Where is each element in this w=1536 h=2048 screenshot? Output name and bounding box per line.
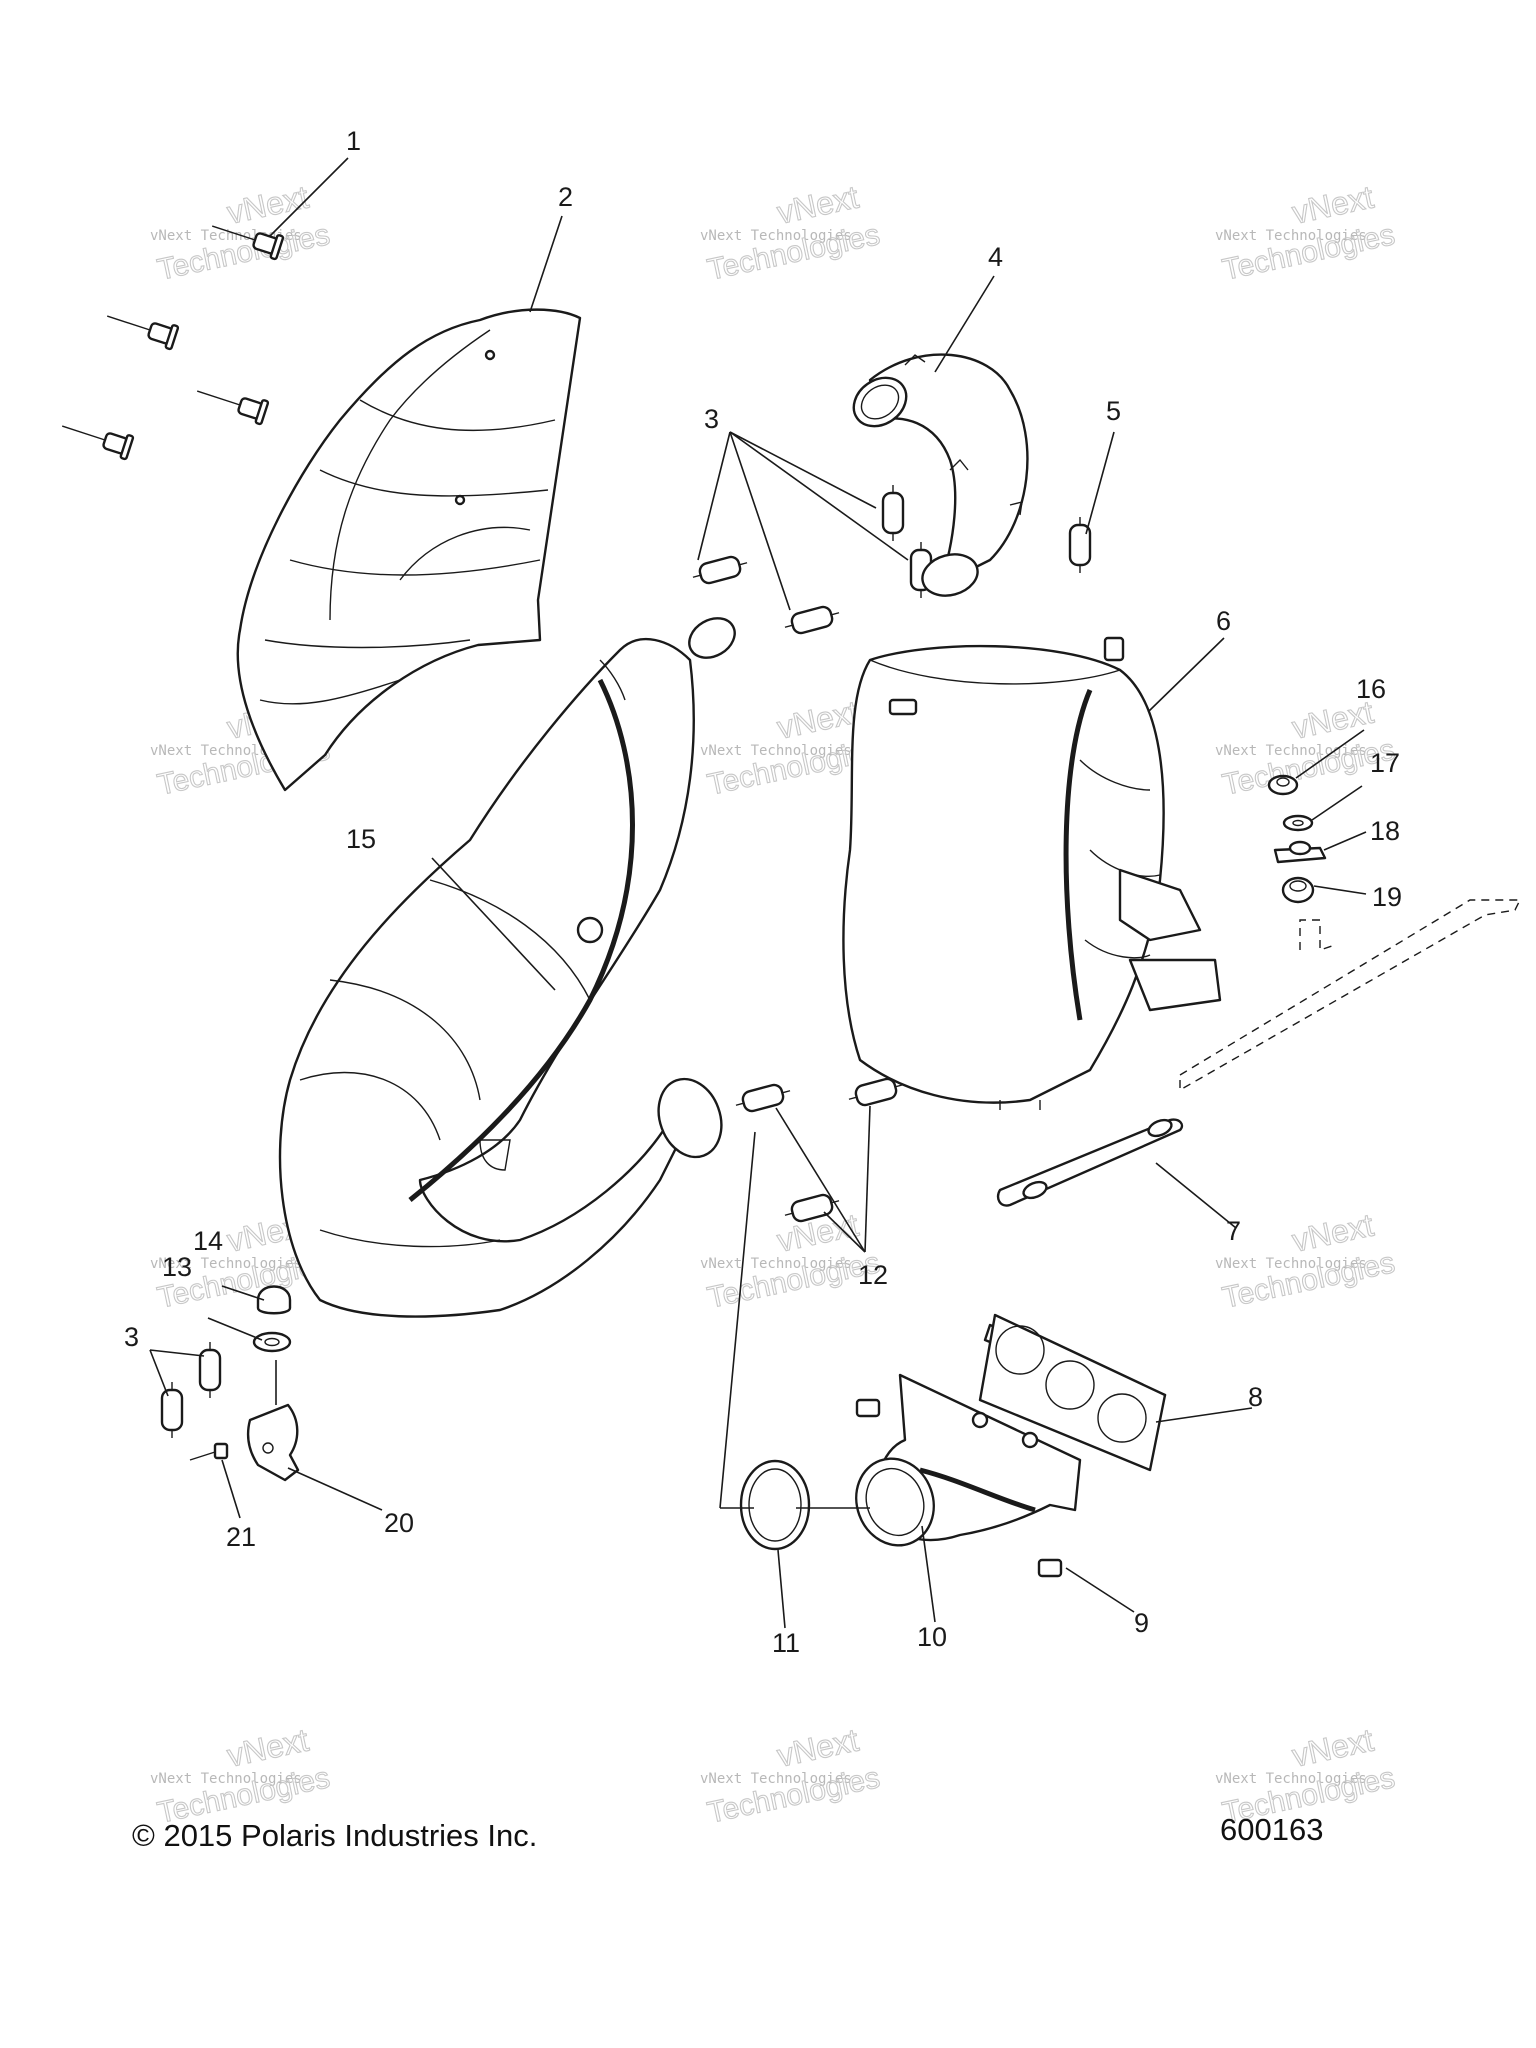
callout-9: 9 (1134, 1608, 1149, 1638)
part-13-washer (252, 1331, 292, 1353)
callout-17: 17 (1370, 748, 1400, 778)
part-7-mount-plate (996, 1118, 1184, 1207)
svg-text:vNext Technologies: vNext Technologies (1215, 1771, 1367, 1787)
part-3-grommets-lower (160, 1342, 222, 1438)
callout-21: 21 (226, 1522, 256, 1552)
watermark: vNext vNext Technologies Technologies (700, 1206, 883, 1315)
diagram-number: 600163 (1220, 1812, 1324, 1847)
part-5-spring (1068, 517, 1092, 573)
callout-8: 8 (1248, 1382, 1263, 1412)
svg-text:vNext Technologies: vNext Technologies (700, 743, 852, 759)
callout-12: 12 (858, 1260, 888, 1290)
callout-3: 3 (704, 404, 719, 434)
copyright-notice: © 2015 Polaris Industries Inc. (132, 1818, 538, 1853)
svg-text:vNext Technologies: vNext Technologies (700, 228, 852, 244)
leader-lines (149, 157, 1367, 1629)
part-20-bracket (246, 1403, 300, 1482)
callout-19: 19 (1372, 882, 1402, 912)
part-21-screw (189, 1442, 229, 1461)
frame-rail (1179, 899, 1522, 1092)
part-15-exhaust-pipe (278, 617, 736, 1318)
callout-7: 7 (1226, 1216, 1241, 1246)
part-16-nut (1267, 774, 1299, 796)
callout-10: 10 (917, 1622, 947, 1652)
part-14-cap (256, 1285, 292, 1315)
part-17-washer (1282, 814, 1314, 832)
callout-3-lower: 3 (124, 1322, 139, 1352)
callout-14: 14 (193, 1226, 223, 1256)
part-9-bolts (855, 1398, 1063, 1578)
callout-6: 6 (1216, 606, 1231, 636)
part-4-elbow-pipe (852, 353, 1029, 597)
callout-20: 20 (384, 1508, 414, 1538)
watermark: vNext vNext Technologies Technologies (150, 178, 333, 287)
parts-layer (61, 225, 1522, 1578)
svg-text:vNext Technologies: vNext Technologies (1215, 228, 1367, 244)
part-19-bushing (1281, 876, 1315, 904)
callout-15: 15 (346, 824, 376, 854)
part-12-grommets (735, 1077, 904, 1223)
callout-1: 1 (346, 126, 361, 156)
watermark: vNext vNext Technologies Technologies (1215, 178, 1398, 287)
svg-text:vNext Technologies: vNext Technologies (700, 1771, 852, 1787)
callout-5: 5 (1106, 396, 1121, 426)
part-1-rivets (61, 225, 285, 461)
callout-2: 2 (558, 182, 573, 212)
part-8-gasket (978, 1313, 1167, 1472)
watermark: vNext vNext Technologies Technologies (700, 1721, 883, 1830)
watermark: vNext vNext Technologies Technologies (150, 1721, 333, 1830)
callout-18: 18 (1370, 816, 1400, 846)
svg-text:vNext Technologies: vNext Technologies (150, 1771, 302, 1787)
callout-11: 11 (772, 1628, 800, 1658)
part-18-bracket-washer (1273, 840, 1327, 864)
svg-text:vNext Technologies: vNext Technologies (700, 1256, 852, 1272)
callout-labels: 1 2 3 4 5 6 7 8 9 10 11 12 13 14 15 16 1… (124, 126, 1402, 1658)
svg-text:vNext Technologies: vNext Technologies (1215, 1256, 1367, 1272)
watermark: vNext vNext Technologies Technologies (1215, 1206, 1398, 1315)
part-3-grommets (692, 485, 933, 635)
watermark: vNext vNext Technologies Technologies (700, 178, 883, 287)
callout-13: 13 (162, 1252, 192, 1282)
part-11-ring-seal (739, 1459, 811, 1551)
svg-text:vNext Technologies: vNext Technologies (150, 1256, 302, 1272)
callout-4: 4 (988, 242, 1003, 272)
part-6-muffler (842, 636, 1222, 1110)
callout-16: 16 (1356, 674, 1386, 704)
part-2-heat-shield (236, 308, 582, 792)
